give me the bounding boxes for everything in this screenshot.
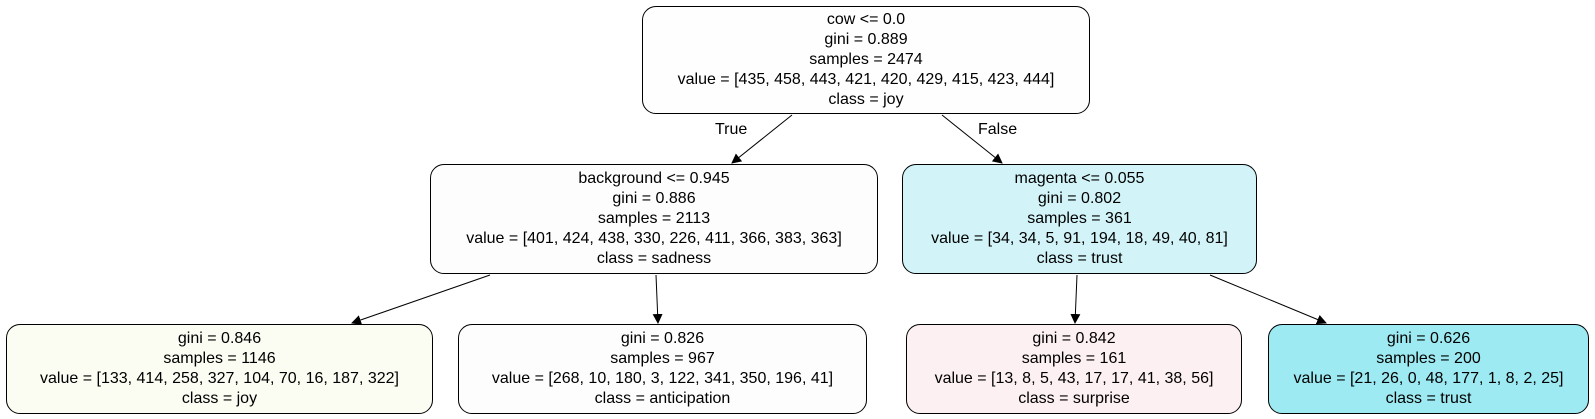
tree-node-n4: gini = 0.826 samples = 967 value = [268, 1… [458, 324, 867, 414]
tree-node-n5: gini = 0.842 samples = 161 value = [13, 8,… [906, 324, 1242, 414]
node-line: value = [401, 424, 438, 330, 226, 411, 3… [466, 230, 842, 247]
node-line: class = trust [1385, 390, 1472, 407]
node-line: samples = 200 [1376, 350, 1481, 367]
node-line: value = [13, 8, 5, 43, 17, 17, 41, 38, 5… [934, 370, 1214, 387]
node-line: gini = 0.886 [612, 190, 696, 207]
node-line: samples = 1146 [163, 350, 276, 367]
node-line: gini = 0.846 [177, 330, 262, 347]
edge-label-true: True [715, 121, 748, 138]
edge-root-n1 [731, 114, 793, 164]
tree-node-root: cow <= 0.0 gini = 0.889 samples = 2474 valu… [642, 6, 1090, 114]
node-line: class = sadness [596, 250, 712, 267]
tree-node-n3: gini = 0.846 samples = 1146 value = [133, … [6, 324, 433, 414]
edge-n1-n3 [351, 274, 491, 325]
node-line: gini = 0.626 [1386, 330, 1471, 347]
node-line: value = [133, 414, 258, 327, 104, 70, 16… [40, 370, 399, 387]
node-line: magenta <= 0.055 [1014, 170, 1145, 187]
edge-label-false: False [978, 121, 1018, 138]
node-line: value = [34, 34, 5, 91, 194, 18, 49, 40,… [931, 230, 1228, 247]
node-line: gini = 0.802 [1037, 190, 1122, 207]
edge-n1-n4 [652, 274, 663, 324]
tree-node-n1: background <= 0.945 gini = 0.886 samples =… [430, 164, 878, 274]
node-line: value = [21, 26, 0, 48, 177, 1, 8, 2, 25… [1293, 370, 1564, 387]
tree-node-n6: gini = 0.626 samples = 200 value = [21, 26… [1268, 324, 1589, 414]
edge-root-n2 [941, 114, 1003, 164]
node-line: gini = 0.842 [1032, 330, 1116, 347]
node-line: samples = 361 [1027, 210, 1132, 227]
node-line: value = [435, 458, 443, 421, 420, 429, 4… [677, 71, 1055, 88]
edge-n2-n5 [1070, 274, 1081, 324]
node-line: samples = 161 [1021, 350, 1127, 367]
edge-n2-n6 [1209, 274, 1327, 325]
node-line: cow <= 0.0 [826, 11, 906, 28]
node-line: class = trust [1036, 250, 1123, 267]
node-line: samples = 967 [610, 350, 715, 367]
node-line: class = anticipation [594, 390, 731, 407]
node-line: samples = 2113 [597, 210, 711, 227]
tree-node-n2: magenta <= 0.055 gini = 0.802 samples = 36… [902, 164, 1257, 274]
node-line: value = [268, 10, 180, 3, 122, 341, 350,… [491, 370, 834, 387]
node-line: class = joy [828, 91, 904, 108]
node-line: class = surprise [1018, 390, 1130, 407]
node-line: samples = 2474 [809, 51, 923, 68]
node-line: gini = 0.889 [824, 31, 908, 48]
node-line: gini = 0.826 [620, 330, 705, 347]
node-line: background <= 0.945 [578, 170, 730, 187]
node-line: class = joy [181, 390, 258, 407]
